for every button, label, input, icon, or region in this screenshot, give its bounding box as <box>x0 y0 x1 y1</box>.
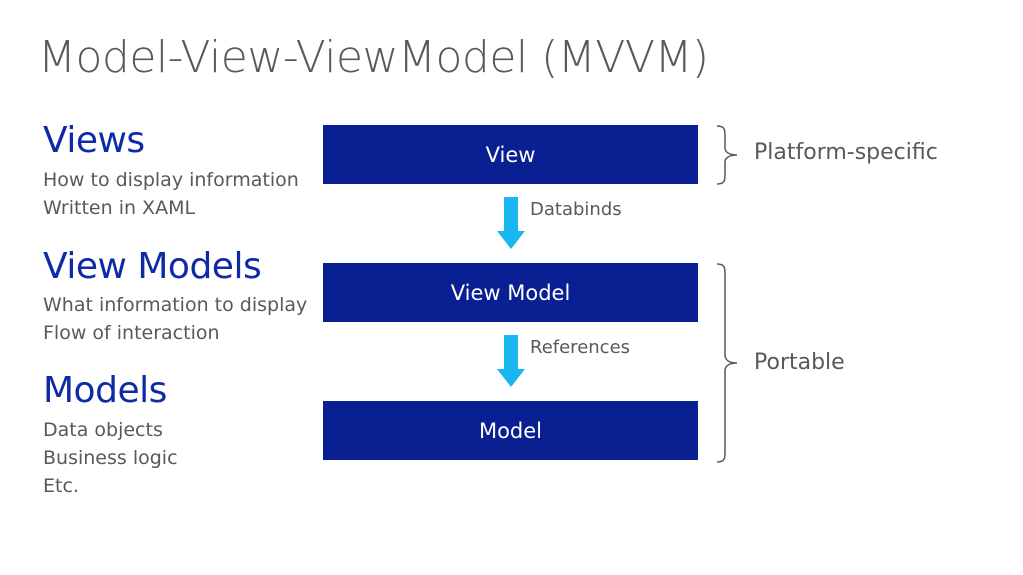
view-models-line-2: Flow of interaction <box>43 322 220 344</box>
view-models-line-1: What information to display <box>43 294 308 316</box>
platform-specific-label: Platform-specific <box>754 140 938 165</box>
references-arrow-icon <box>497 335 525 387</box>
models-line-2: Business logic <box>43 447 178 469</box>
model-box-label: Model <box>478 418 543 443</box>
view-box-label: View <box>485 142 536 167</box>
platform-specific-brace-icon <box>716 125 738 185</box>
portable-brace-icon <box>716 263 738 463</box>
view-models-heading: View Models <box>43 246 262 287</box>
view-model-box: View Model <box>323 263 698 322</box>
portable-label: Portable <box>754 350 845 375</box>
models-line-3: Etc. <box>43 475 79 497</box>
databinds-arrow-icon <box>497 197 525 249</box>
slide-title: Model-View-ViewModel (MVVM) <box>38 32 709 83</box>
models-heading: Models <box>43 370 167 411</box>
databinds-label: Databinds <box>530 199 622 220</box>
views-line-1: How to display information <box>43 169 299 191</box>
view-model-box-label: View Model <box>450 280 571 305</box>
references-label: References <box>530 337 631 358</box>
views-heading: Views <box>43 120 145 161</box>
views-line-2: Written in XAML <box>43 197 196 219</box>
view-box: View <box>323 125 698 184</box>
models-line-1: Data objects <box>43 419 163 441</box>
model-box: Model <box>323 401 698 460</box>
